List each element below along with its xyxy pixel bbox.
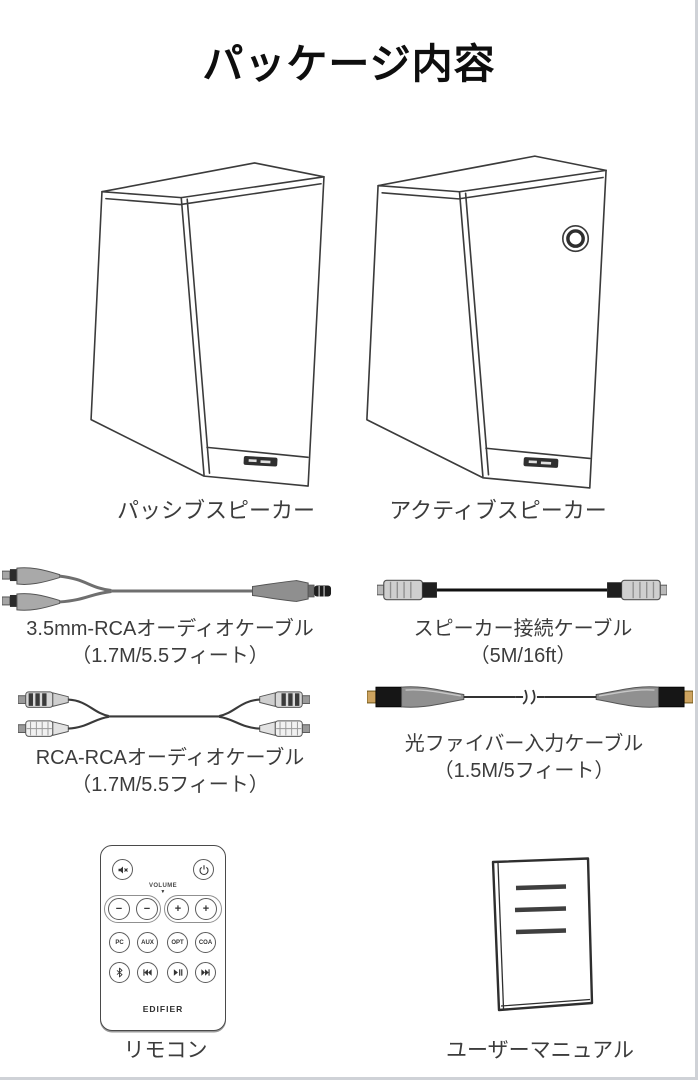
volume-knob-icon <box>561 225 590 253</box>
bluetooth-icon <box>116 967 123 978</box>
cable-length: （1.5M/5フィート） <box>433 760 615 782</box>
page-edge-right <box>695 0 698 1080</box>
pc-input-button: PC <box>109 932 130 953</box>
optical-input-button: OPT <box>167 932 188 953</box>
bluetooth-button <box>109 962 130 983</box>
previous-track-icon <box>143 969 152 976</box>
cable-length: （5M/16ft） <box>469 645 577 667</box>
next-track-icon <box>201 969 210 976</box>
volume-arrow-icon: ▼ <box>160 889 166 895</box>
speaker-cable-caption: スピーカー接続ケーブル （5M/16ft） <box>368 616 678 670</box>
page-edge-bottom <box>0 1077 698 1080</box>
remote-control-illustration: VOLUME ▼ − − + + PC AUX OPT COA <box>100 845 226 1031</box>
page-title: パッケージ内容 <box>202 41 496 87</box>
remote-brand-logo: EDIFIER <box>142 1004 184 1014</box>
35mm-plug <box>251 580 332 602</box>
volume-caption: VOLUME ▼ <box>101 883 225 895</box>
aux-input-button: AUX <box>137 932 158 953</box>
previous-track-button <box>137 962 158 983</box>
volume-down-button: − <box>108 898 130 920</box>
35mm-rca-cable-illustration <box>2 567 332 611</box>
passive-speaker-label: パッシブスピーカー <box>116 498 315 523</box>
volume-up-group <box>164 895 222 923</box>
cable-name: 光ファイバー入力ケーブル <box>404 733 644 755</box>
user-manual-illustration <box>491 857 594 1012</box>
cable-length: （1.7M/5.5フィート） <box>71 774 269 796</box>
cable-name: スピーカー接続ケーブル <box>413 618 633 640</box>
optical-cable-caption: 光ファイバー入力ケーブル （1.5M/5フィート） <box>356 731 692 785</box>
manual-label: ユーザーマニュアル <box>446 1039 634 1062</box>
mute-icon <box>118 866 128 873</box>
volume-up-button: + <box>195 898 217 920</box>
speaker-cable-illustration <box>377 579 667 601</box>
coaxial-input-button: COA <box>195 932 216 953</box>
volume-up-button: + <box>167 898 189 920</box>
cable-length: （1.7M/5.5フィート） <box>71 645 269 667</box>
power-button <box>193 859 214 880</box>
mute-button <box>112 859 133 880</box>
active-speaker-label: アクティブスピーカー <box>389 498 607 523</box>
volume-label: VOLUME <box>148 883 178 889</box>
play-pause-button <box>167 962 188 983</box>
35mm-rca-cable-caption: 3.5mm-RCAオーディオケーブル （1.7M/5.5フィート） <box>0 616 340 670</box>
rca-rca-cable-illustration <box>18 691 310 737</box>
active-speaker-illustration <box>366 155 607 489</box>
volume-down-button: − <box>136 898 158 920</box>
passive-speaker-illustration <box>90 162 325 487</box>
cable-name: RCA-RCAオーディオケーブル <box>35 747 305 769</box>
power-icon <box>198 864 209 875</box>
remote-label: リモコン <box>123 1039 208 1062</box>
rca-rca-cable-caption: RCA-RCAオーディオケーブル （1.7M/5.5フィート） <box>0 745 340 799</box>
next-track-button <box>195 962 216 983</box>
optical-cable-illustration <box>367 685 693 709</box>
cable-name: 3.5mm-RCAオーディオケーブル <box>26 618 314 640</box>
speaker-badge <box>523 457 559 468</box>
speaker-badge <box>243 456 278 467</box>
play-pause-icon <box>173 969 183 976</box>
volume-down-group <box>104 895 161 923</box>
cable-break-mark <box>522 689 528 705</box>
